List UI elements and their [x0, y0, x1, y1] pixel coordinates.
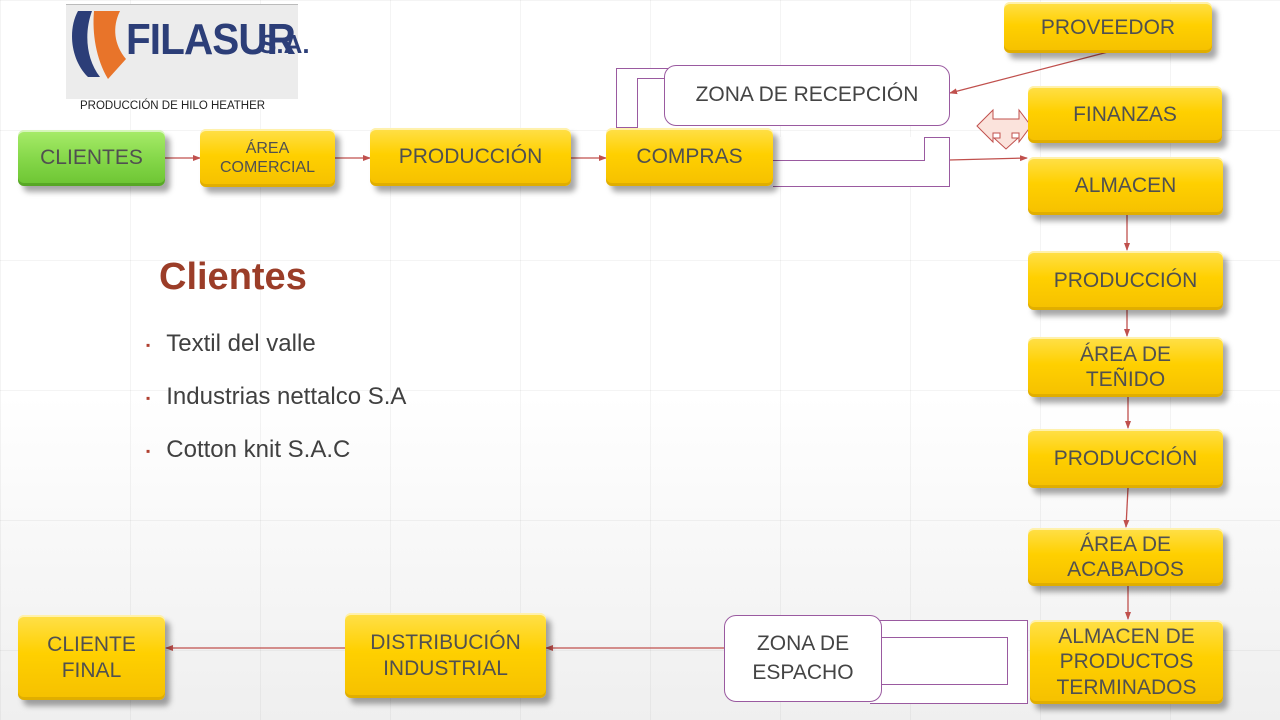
node-clientes[interactable]: CLIENTES — [18, 130, 165, 186]
despacho-connector-notch — [870, 637, 1008, 685]
client-name: Industrias nettalco S.A — [166, 383, 407, 410]
arrow-produccion-to-acabados — [1123, 487, 1130, 528]
node-distribucion-industrial[interactable]: DISTRIBUCIÓN INDUSTRIAL — [345, 613, 546, 698]
bullet-icon: ▪ — [146, 337, 151, 352]
node-almacen[interactable]: ALMACEN — [1028, 157, 1223, 215]
node-finanzas[interactable]: FINANZAS — [1028, 86, 1222, 143]
double-arrow-finanzas-icon — [976, 108, 1032, 150]
node-compras[interactable]: COMPRAS — [606, 128, 773, 186]
compras-connector-notch — [773, 137, 925, 161]
list-item: ▪ Cotton knit S.A.C — [146, 436, 406, 489]
node-produccion-1[interactable]: PRODUCCIÓN — [1028, 251, 1223, 310]
arrow-compras-to-almacen — [948, 155, 1028, 162]
filasur-mark-icon — [72, 11, 126, 79]
logo-subtitle: PRODUCCIÓN DE HILO HEATHER — [80, 100, 266, 112]
logo-wordmark: FILASUR — [126, 15, 296, 64]
node-cliente-final[interactable]: CLIENTE FINAL — [18, 615, 165, 700]
list-item: ▪ Industrias nettalco S.A — [146, 383, 406, 436]
zona-recepcion[interactable]: ZONA DE RECEPCIÓN — [664, 65, 950, 126]
node-produccion-2[interactable]: PRODUCCIÓN — [1028, 429, 1223, 488]
company-logo: FILASUR S.A. — [66, 4, 310, 99]
clients-list: ▪ Textil del valle ▪ Industrias nettalco S… — [146, 330, 406, 489]
arrow-proveedor-to-recepcion — [949, 51, 1109, 95]
zona-despacho[interactable]: ZONA DE ESPACHO — [724, 615, 882, 702]
node-almacen-productos-terminados[interactable]: ALMACEN DE PRODUCTOS TERMINADOS — [1030, 620, 1223, 704]
client-name: Cotton knit S.A.C — [166, 436, 351, 463]
list-item: ▪ Textil del valle — [146, 330, 406, 383]
logo-suffix: S.A. — [259, 29, 310, 59]
node-area-acabados[interactable]: ÁREA DE ACABADOS — [1028, 528, 1223, 586]
node-area-comercial[interactable]: ÁREA COMERCIAL — [200, 129, 335, 187]
node-area-tenido[interactable]: ÁREA DE TEÑIDO — [1028, 337, 1223, 397]
bullet-icon: ▪ — [146, 443, 151, 458]
section-title: Clientes — [159, 256, 307, 298]
bullet-icon: ▪ — [146, 390, 151, 405]
client-name: Textil del valle — [166, 330, 316, 357]
node-proveedor[interactable]: PROVEEDOR — [1004, 2, 1212, 53]
node-produccion-top[interactable]: PRODUCCIÓN — [370, 128, 571, 186]
